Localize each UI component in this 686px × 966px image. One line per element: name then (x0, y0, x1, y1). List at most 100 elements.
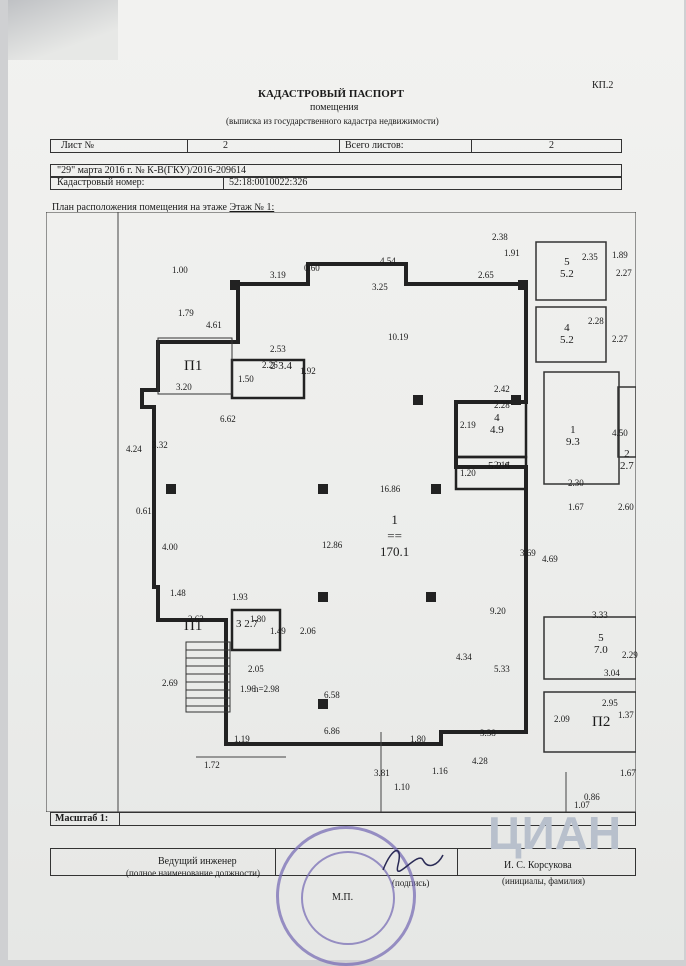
dimension-label: 2.09 (554, 714, 570, 724)
cad-label: Кадастровый номер: (57, 177, 145, 188)
dimension-label: 2.60 (618, 502, 634, 512)
scale-row: Масштаб 1: (50, 812, 636, 826)
cad-value: 52:18:0010022:326 (229, 177, 308, 188)
dimension-label: 1.49 (270, 626, 286, 636)
dimension-label: 4.69 (542, 554, 558, 564)
dimension-label: 3.81 (374, 768, 390, 778)
p1-label-bottom: П1 (184, 618, 203, 634)
dimension-label: 16.86 (380, 484, 401, 494)
dimension-label: 1.10 (394, 782, 410, 792)
sheet-code: КП.2 (592, 80, 614, 91)
total-number: 2 (549, 140, 554, 151)
room-3-walls (230, 608, 282, 652)
dimension-label: 1.80 (410, 734, 426, 744)
dimension-label: 6.58 (324, 690, 340, 700)
dimension-label: 2.29 (622, 650, 638, 660)
dimension-label: 9.20 (490, 606, 506, 616)
doc-subtitle: помещения (310, 102, 359, 113)
columns (166, 280, 528, 709)
dimension-label: 1.20 (460, 468, 476, 478)
room-1-label: 1==170.1 (380, 512, 410, 559)
dimension-label: 1.93 (232, 592, 248, 602)
dimension-label: 10.19 (388, 332, 409, 342)
engineer-name: И. С. Корсукова (504, 860, 572, 871)
room-3-label: 3 2.7 (236, 618, 258, 630)
dimension-label: 3.33 (592, 610, 608, 620)
plan-title: План расположения помещения на этаже Эта… (52, 202, 275, 213)
doc-note: (выписка из государственного кадастра не… (226, 116, 439, 126)
role: Ведущий инженер (158, 856, 237, 867)
dimension-label: 1.91 (504, 248, 520, 258)
dimension-label: 2.26 (262, 360, 278, 370)
dimension-label: 1.67 (568, 502, 584, 512)
dimension-label: 1.79 (178, 308, 194, 318)
dimension-label: 3.19 (270, 270, 286, 280)
dimension-label: 3.38 (480, 728, 496, 738)
dimension-label: 2.14 (494, 460, 510, 470)
dimension-label: 2.27 (616, 268, 632, 278)
cad-row: Кадастровый номер: 52:18:0010022:326 (50, 176, 622, 190)
ceiling-height: h=2.98 (254, 684, 280, 694)
dimension-label: 4.24 (126, 444, 142, 454)
dimension-label: 2.27 (612, 334, 628, 344)
signature (382, 849, 444, 873)
sheet-row: Лист № 2 Всего листов: 2 (50, 139, 622, 153)
dimension-label: 3.69 (520, 548, 536, 558)
dimension-label: 2.95 (602, 698, 618, 708)
dimension-label: 4.54 (380, 256, 396, 266)
watermark: ЦИАН (488, 807, 622, 859)
total-label: Всего листов: (345, 140, 404, 151)
dimension-label: 2.19 (460, 420, 476, 430)
dimension-label: 1.00 (172, 265, 188, 275)
stairs (185, 641, 231, 713)
dimension-label: 1.96 (240, 684, 256, 694)
p1-top-block (157, 337, 233, 395)
dimension-label: 2.62 (188, 614, 204, 624)
dimension-label: 2.05 (248, 664, 264, 674)
dimension-label: 2.69 (162, 678, 178, 688)
p2-label: П2 (592, 714, 611, 730)
dimension-label: 2.30 (568, 478, 584, 488)
dimension-label: 12.86 (322, 540, 343, 550)
room-2-label: 2 3.4 (270, 360, 292, 372)
room-5-label: 5 2.6 (488, 460, 510, 472)
dimension-label: 1.16 (432, 766, 448, 776)
dimension-label: 1.80 (250, 614, 266, 624)
exterior-lines (117, 212, 567, 812)
dimension-label: 5.33 (494, 664, 510, 674)
dimension-label: 1.67 (620, 768, 636, 778)
dimension-label: 3.20 (176, 382, 192, 392)
dimension-label: 2.28 (494, 400, 510, 410)
dimension-label: 2.65 (478, 270, 494, 280)
scale-label: Масштаб 1: (55, 813, 109, 824)
dimension-label: 4.50 (612, 428, 628, 438)
dimension-label: 1.37 (618, 710, 634, 720)
dimension-label: 3.25 (372, 282, 388, 292)
dimension-label: 1.07 (574, 800, 590, 810)
date-row: "29" марта 2016 г. № К-В(ГКУ)/2016-20961… (50, 164, 622, 178)
dimension-label: 1.50 (238, 374, 254, 384)
dimension-label: 1.19 (234, 734, 250, 744)
dimension-label: 2.28 (588, 316, 604, 326)
date-line: "29" марта 2016 г. № К-В(ГКУ)/2016-20961… (57, 165, 246, 176)
dimension-label: 2.38 (492, 232, 508, 242)
room-5-walls (454, 455, 528, 491)
name-caption: (инициалы, фамилия) (502, 876, 585, 886)
dimension-label: 4.34 (456, 652, 472, 662)
dimension-label: 1.92 (300, 366, 316, 376)
dimension-label: 2.06 (300, 626, 316, 636)
dimension-label: 4.00 (162, 542, 178, 552)
p1-label-top: П1 (184, 358, 203, 374)
dimension-label: 3.04 (604, 668, 620, 678)
dimension-label: 2.42 (494, 384, 510, 394)
dimension-label: 2.35 (582, 252, 598, 262)
dimension-label: 4.28 (472, 756, 488, 766)
floor-plan (46, 212, 636, 812)
dimension-label: 0.60 (304, 263, 320, 273)
side-rooms (535, 241, 636, 753)
